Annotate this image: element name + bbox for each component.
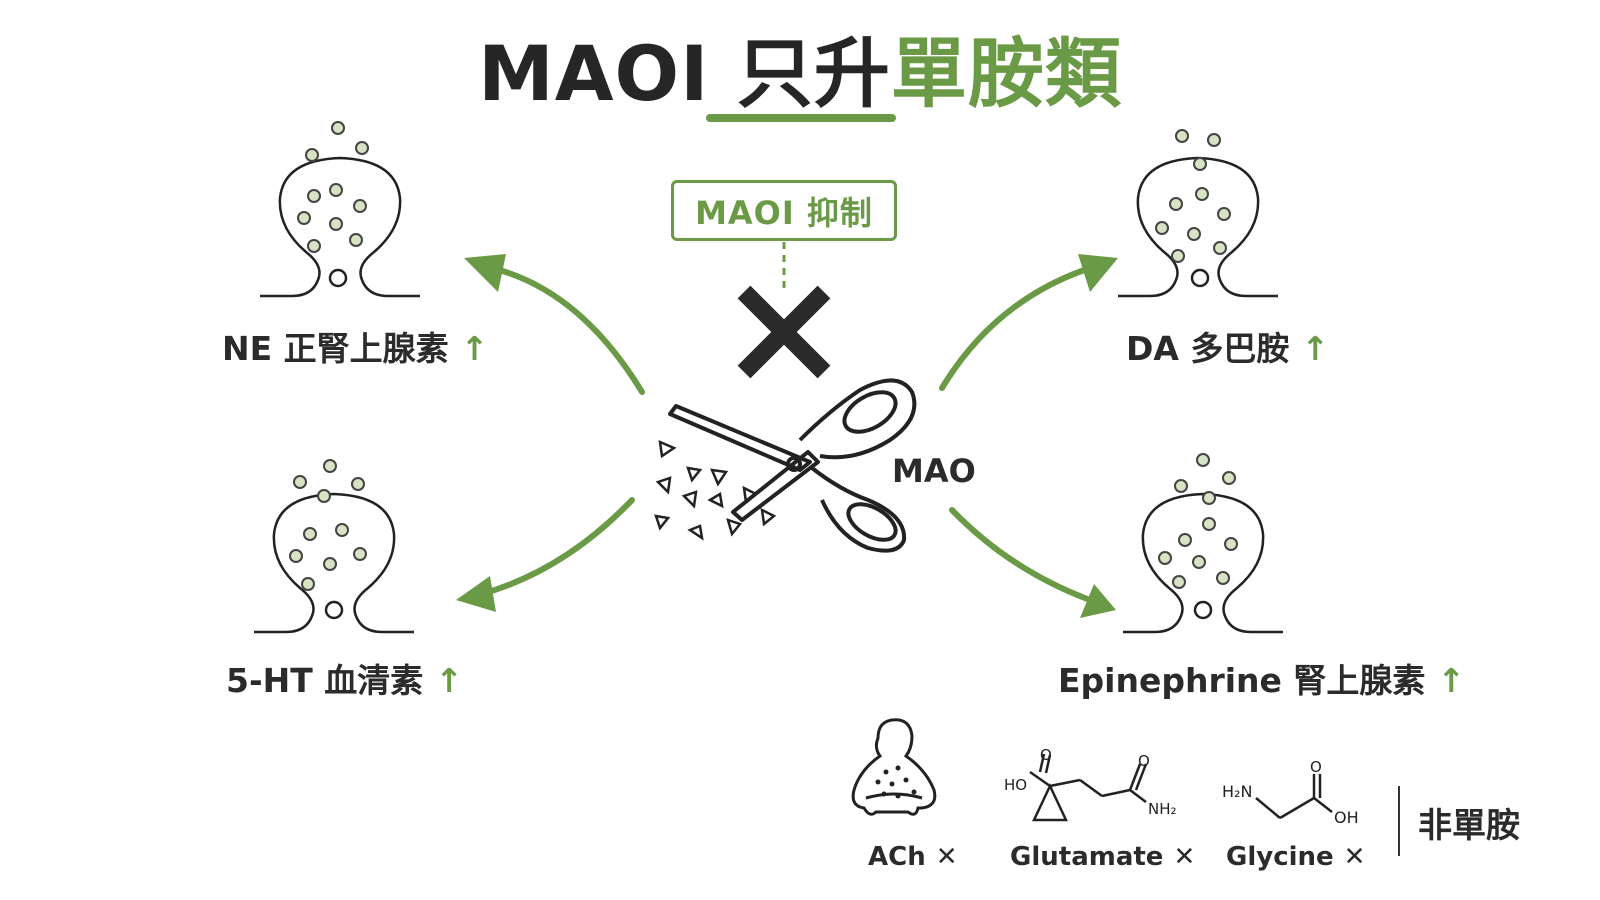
non-monoamine-label: 非單胺 <box>1418 806 1520 846</box>
glutamate-structure-icon <box>1029 753 1148 822</box>
arrowhead-epi <box>1080 584 1116 618</box>
up-arrow-icon: ↑ <box>435 661 463 700</box>
title-underline <box>706 114 896 122</box>
label-5ht-text: 5-HT 血清素 <box>226 661 424 700</box>
up-arrow-icon: ↑ <box>1437 661 1466 700</box>
mao-label: MAO <box>892 452 976 490</box>
vesicle-da-icon <box>1118 129 1278 298</box>
glutamate-nh2-label: NH₂ <box>1148 800 1177 818</box>
label-ne: NE 正腎上腺素 ↑ <box>222 322 488 370</box>
glutamate-o-label-1: O <box>1040 746 1052 764</box>
arrowhead-ne <box>464 254 506 292</box>
up-arrow-icon: ↑ <box>1301 329 1330 368</box>
arrow-to-da <box>939 265 1093 391</box>
label-da-text: DA 多巴胺 <box>1126 329 1290 368</box>
glycine-label: Glycine ✕ <box>1226 842 1365 872</box>
glutamate-ho-label: HO <box>1004 776 1028 794</box>
fragments <box>654 439 777 541</box>
page-title: MAOI 只升單胺類 <box>0 12 1600 122</box>
label-epi-text: Epinephrine 腎上腺素 <box>1058 661 1426 700</box>
glycine-oh-label: OH <box>1334 808 1359 827</box>
ach-dots <box>875 765 917 799</box>
arrow-to-ne <box>489 265 645 395</box>
arrow-to-epi <box>949 507 1093 603</box>
glutamate-text: Glutamate <box>1010 842 1164 872</box>
label-5ht: 5-HT 血清素 ↑ <box>226 654 463 702</box>
up-arrow-icon: ↑ <box>460 329 489 368</box>
x-mark-icon: ✕ <box>1343 842 1366 872</box>
scissors-icon <box>668 378 917 553</box>
glycine-o-label: O <box>1310 758 1322 776</box>
ach-label: ACh ✕ <box>868 842 958 872</box>
label-ne-text: NE 正腎上腺素 <box>222 329 449 368</box>
label-da: DA 多巴胺 ↑ <box>1126 322 1329 370</box>
arrowhead-da <box>1078 254 1118 292</box>
title-part-1: MAOI 只升 <box>478 29 891 118</box>
ach-vesicle-icon <box>851 718 937 816</box>
x-mark-icon: ✕ <box>935 842 958 872</box>
ach-text: ACh <box>868 842 926 872</box>
glycine-text: Glycine <box>1226 842 1334 872</box>
inhibit-x-icon <box>737 285 831 379</box>
label-epi: Epinephrine 腎上腺素 ↑ <box>1058 654 1465 702</box>
vesicle-5ht-icon <box>254 459 414 634</box>
arrowhead-5ht <box>456 576 496 612</box>
maoi-inhibit-box: MAOI 抑制 <box>671 180 897 241</box>
glutamate-label: Glutamate ✕ <box>1010 842 1195 872</box>
x-mark-icon: ✕ <box>1173 842 1196 872</box>
arrow-to-5ht <box>479 497 635 597</box>
glutamate-o-label-2: O <box>1138 752 1150 770</box>
divider <box>1398 786 1400 856</box>
vesicle-epi-icon <box>1123 453 1283 634</box>
glycine-h2n-label: H₂N <box>1222 782 1253 801</box>
title-part-2: 單胺類 <box>890 29 1122 118</box>
vesicle-ne-icon <box>260 121 420 298</box>
glycine-structure-icon <box>1255 774 1333 820</box>
